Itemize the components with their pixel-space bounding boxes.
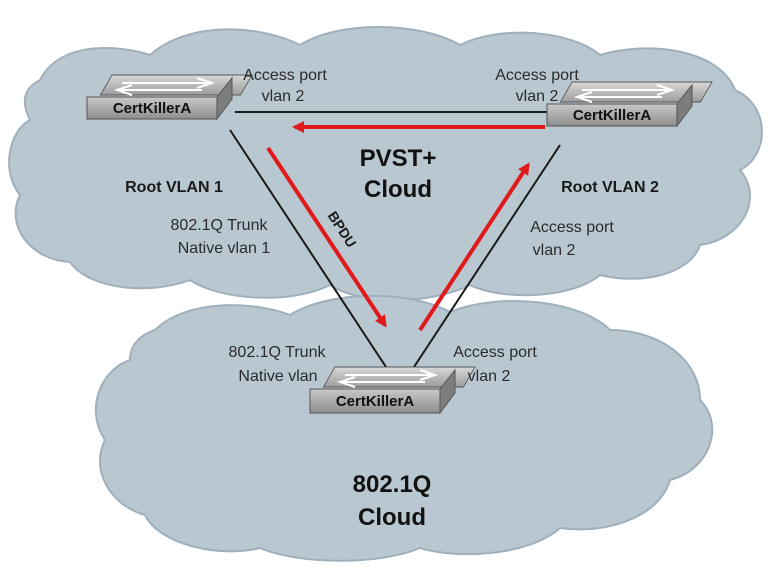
link-right-access [411,144,561,371]
link-left-trunk [229,129,389,371]
root-vlan2-label: Root VLAN 2 [561,179,659,196]
top-left-access-label-1: Access port [243,67,327,84]
root-vlan1-label: Root VLAN 1 [125,179,223,196]
pvst-cloud-title-2: Cloud [364,176,432,203]
switch-label: CertKillerA [336,393,415,410]
bottom-access-label-1: Access port [453,344,537,361]
links [229,111,561,371]
bottom-access-label-2: vlan 2 [468,368,511,385]
bpdu-arrows [266,121,545,332]
bpdu-arrow-left [266,146,387,328]
switch-label: CertKillerA [573,107,652,124]
dot1q-cloud-title-2: Cloud [358,504,426,531]
switch-top-left[interactable]: CertKillerA [86,74,253,121]
switch-arrows-icon [573,84,676,103]
right-access-label-1: Access port [530,219,614,236]
dot1q-cloud [95,294,714,562]
top-right-access-label-1: Access port [495,67,579,84]
top-left-access-label-2: vlan 2 [262,88,305,105]
bottom-trunk-label-2: Native vlan [238,368,317,385]
switch-top-right[interactable]: CertKillerA [546,81,713,128]
left-trunk-label-2: Native vlan 1 [178,240,271,257]
right-access-label-2: vlan 2 [533,242,576,259]
bpdu-arrow-right [418,162,530,332]
switch-arrows-icon [336,369,439,388]
bottom-trunk-label-1: 802.1Q Trunk [229,344,327,361]
pvst-cloud-title-1: PVST+ [360,145,437,172]
dot1q-cloud-title-1: 802.1Q [353,471,432,498]
switch-arrows-icon [113,77,216,96]
top-right-access-label-2: vlan 2 [516,88,559,105]
left-trunk-label-1: 802.1Q Trunk [171,217,269,234]
switch-label: CertKillerA [113,100,192,117]
switch-bottom[interactable]: CertKillerA [309,366,476,415]
